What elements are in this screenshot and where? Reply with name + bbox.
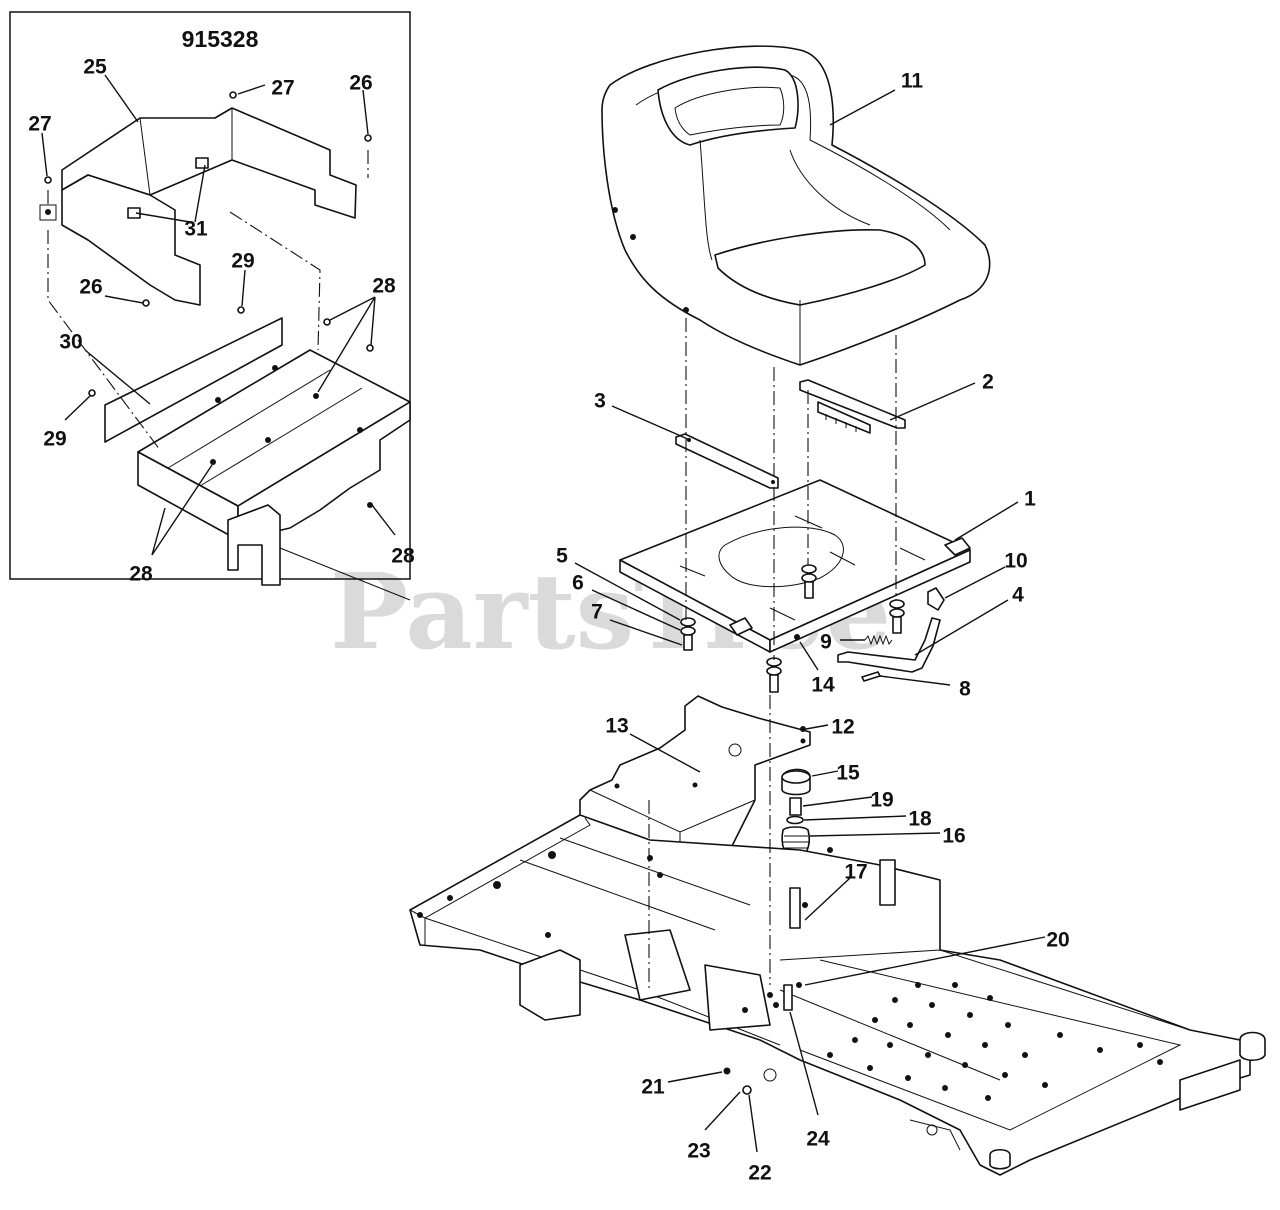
inset-leader-lines	[41, 74, 396, 556]
part-12-nut	[800, 726, 806, 732]
callout-c31: 31	[184, 218, 208, 241]
inset-panel: 915328	[9, 11, 411, 601]
adjust-lever-assembly	[837, 587, 945, 682]
part-1-mount-plate	[619, 479, 971, 653]
callout-c27b: 27	[28, 113, 51, 136]
callout-c20: 20	[1046, 929, 1069, 952]
seat-bolts	[680, 564, 905, 693]
callout-c6: 6	[572, 572, 584, 595]
callout-c25: 25	[83, 56, 107, 79]
callout-c26b: 26	[79, 276, 102, 299]
callout-c29a: 29	[231, 250, 254, 273]
part-22-washer	[742, 1085, 752, 1095]
main-phantom-lines	[648, 318, 897, 990]
callout-c3: 3	[594, 390, 606, 413]
callout-c8: 8	[959, 678, 971, 701]
callout-c19: 19	[870, 789, 893, 812]
part-8-pin	[861, 671, 881, 682]
callout-c24: 24	[806, 1128, 830, 1151]
part-4-lever	[837, 617, 941, 673]
suspension-stack	[781, 768, 811, 863]
callout-c11: 11	[901, 70, 924, 93]
callout-c15: 15	[836, 762, 860, 785]
callout-c18: 18	[908, 808, 932, 831]
part-19-spacer	[789, 797, 802, 816]
callout-c17: 17	[844, 861, 867, 884]
part-10-knob	[927, 587, 945, 611]
part-3-rail	[675, 433, 779, 489]
part-20-nut	[796, 982, 802, 988]
callout-c4: 4	[1012, 584, 1024, 607]
callout-c21: 21	[641, 1076, 665, 1099]
callout-c1: 1	[1024, 488, 1036, 511]
bolt-center	[801, 564, 817, 599]
callout-c22: 22	[748, 1162, 771, 1185]
inset-frame-assembly	[137, 349, 411, 601]
callout-c12: 12	[831, 716, 854, 739]
part-9-spring	[864, 634, 893, 646]
bolt-right	[889, 599, 905, 634]
mower-chassis	[409, 814, 1266, 1176]
callout-c10: 10	[1004, 550, 1027, 573]
part-30-plate	[104, 317, 283, 443]
inset-phantom-lines	[47, 150, 369, 451]
callout-c7: 7	[591, 601, 603, 624]
callout-c16: 16	[942, 825, 965, 848]
part-18-washer	[786, 815, 804, 825]
callout-c28a: 28	[372, 275, 396, 298]
callout-c29b: 29	[43, 428, 66, 451]
callout-c28b: 28	[391, 545, 415, 568]
part-2-rail	[799, 379, 906, 434]
callout-c26a: 26	[349, 72, 372, 95]
bolt-front	[766, 657, 782, 693]
callout-c27a: 27	[271, 77, 294, 100]
callout-c2: 2	[982, 371, 994, 394]
callout-c14: 14	[811, 674, 835, 697]
callout-c9: 9	[820, 631, 832, 654]
part-25-cover	[39, 107, 357, 306]
part-11-seat	[601, 45, 991, 366]
callout-c30: 30	[59, 331, 82, 354]
main-leader-lines	[574, 89, 1046, 1153]
part-17-bolt	[789, 887, 801, 929]
part-24-bolt	[783, 984, 793, 1011]
callout-c28c: 28	[129, 563, 153, 586]
chassis-fasteners	[417, 847, 833, 1095]
floor-plate-holes	[827, 982, 1163, 1101]
callout-c13: 13	[605, 715, 628, 738]
part-21-nut	[723, 1067, 731, 1075]
callout-c5: 5	[556, 545, 568, 568]
inset-frame	[9, 11, 411, 580]
callout-c23: 23	[687, 1140, 710, 1163]
inset-title: 915328	[182, 26, 259, 52]
bolt-left	[680, 617, 696, 651]
